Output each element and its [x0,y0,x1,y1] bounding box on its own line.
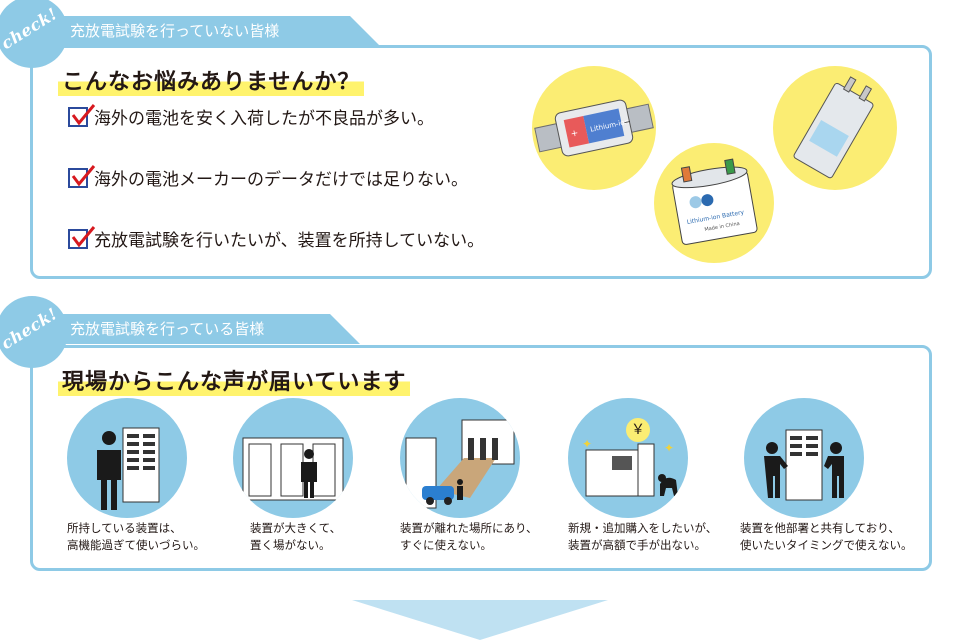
concern-text: 充放電試験を行いたいが、装置を所持していない。 [94,231,485,251]
voice-line: 装置が離れた場所にあり、 [400,521,538,535]
concern-text: 海外の電池メーカーのデータだけでは足りない。 [94,170,468,190]
voice-illustration-5 [744,398,864,518]
battery-circle-1: Lithium-ion + − [532,66,656,190]
voice-line: 使いたいタイミングで使えない。 [740,538,913,552]
voice-text-2: 装置が大きくて、 置く場がない。 [250,520,341,554]
battery-circle-3 [773,66,897,190]
voice-text-3: 装置が離れた場所にあり、 すぐに使えない。 [400,520,538,554]
checkbox-icon [68,164,96,188]
voice-line: 装置が大きくて、 [250,521,342,535]
voice-line: 新規・追加購入をしたいが、 [568,521,718,535]
voice-text-1: 所持している装置は、 高機能過ぎて使いづらい。 [67,520,205,554]
cylinder-battery-icon: Lithium-ion + − [534,99,654,157]
concern-item-3: 充放電試験を行いたいが、装置を所持していない。 [68,225,485,251]
checkbox-icon [68,225,96,249]
section1-check-badge: check! [0,0,68,68]
voice-line: 高機能過ぎて使いづらい。 [67,538,205,552]
voice-line: 置く場がない。 [250,538,331,552]
voice-illustration-2 [233,398,353,518]
box-battery-icon: Lithium-ion Battery Made in China [671,158,758,245]
svg-text:✦: ✦ [664,441,674,455]
voice-illustration-4: ✦ ✦ ￥ [568,398,688,518]
svg-text:−: − [623,117,632,128]
check-badge-label: check! [0,303,61,353]
svg-text:✦: ✦ [582,437,592,451]
voice-line: 所持している装置は、 [67,521,182,535]
section1-tab: 充放電試験を行っていない皆様 [52,16,380,46]
down-arrow-icon [352,600,608,640]
concern-item-2: 海外の電池メーカーのデータだけでは足りない。 [68,164,468,190]
voice-line: 装置を他部署と共有しており、 [740,521,900,535]
voice-text-5: 装置を他部署と共有しており、 使いたいタイミングで使えない。 [740,520,913,554]
voice-line: 装置が高額で手が出ない。 [568,538,706,552]
voice-line: すぐに使えない。 [400,538,492,552]
battery-circle-2: Lithium-ion Battery Made in China [654,143,774,263]
distant-building-car-icon [405,419,515,509]
concern-text: 海外の電池を安く入荷したが不良品が多い。 [94,109,434,129]
yen-icon: ￥ [626,418,650,442]
pouch-battery-icon [793,76,874,179]
person-with-machine-icon [97,427,160,510]
section2-tab: 充放電試験を行っている皆様 [52,314,360,344]
expensive-machine-icon: ✦ ✦ [582,437,678,497]
voice-illustration-1 [67,398,187,518]
large-machines-icon [242,437,344,501]
concern-item-1: 海外の電池を安く入荷したが不良品が多い。 [68,103,434,129]
svg-text:+: + [570,128,579,139]
check-badge-label: check! [0,3,61,53]
shared-machine-icon [764,429,844,501]
section2-headline: 現場からこんな声が届いています [58,364,411,396]
checkbox-icon [68,103,96,127]
voice-illustration-3 [400,398,520,518]
voice-text-4: 新規・追加購入をしたいが、 装置が高額で手が出ない。 [568,520,717,554]
section1-headline: こんなお悩みありませんか？ [58,64,365,96]
section2-check-badge: check! [0,296,68,368]
